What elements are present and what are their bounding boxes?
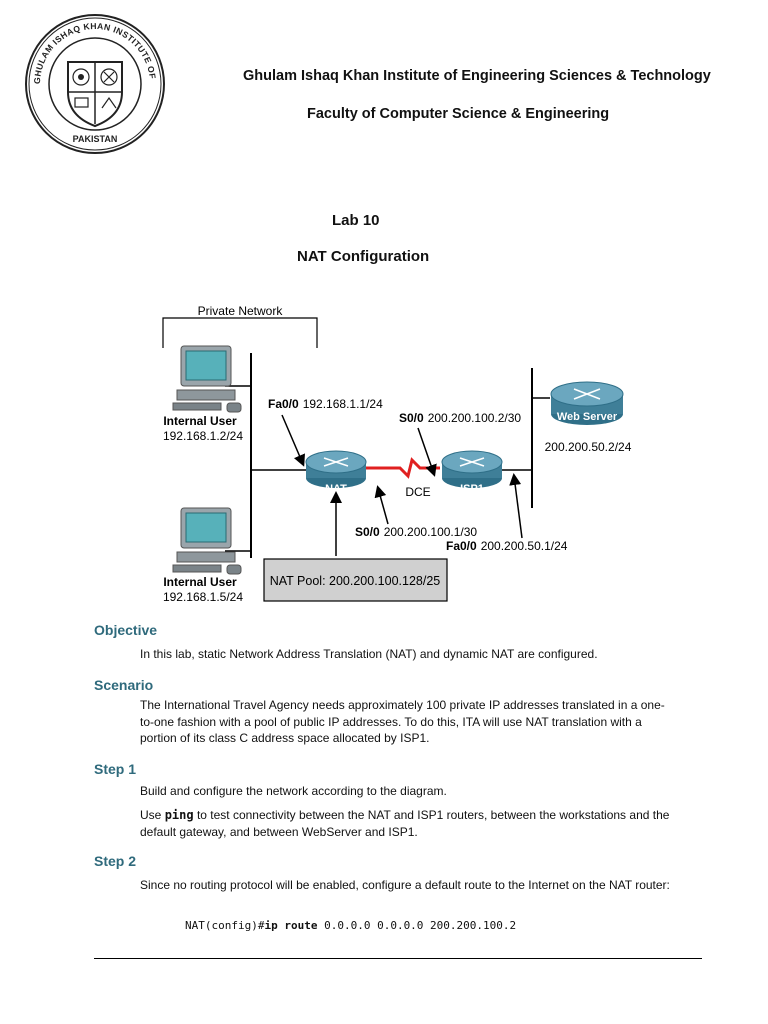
step-1-rest-line-2: default gateway, and between WebServer a… [140, 824, 418, 839]
lab-number: Lab 10 [332, 212, 380, 229]
private-network-label: Private Network [198, 304, 284, 318]
objective-heading: Objective [94, 622, 158, 638]
scenario-heading: Scenario [94, 677, 154, 693]
nat-fa-ip: 192.168.1.1/24 [303, 397, 383, 411]
nat-s-label: S0/0 [355, 525, 380, 539]
objective-text: In this lab, static Network Address Tran… [140, 647, 598, 661]
svg-text:GHULAM ISHAQ KHAN INSTITUTE OF: GHULAM ISHAQ KHAN INSTITUTE OF ENGINEERI… [24, 12, 158, 84]
isp-s-ip: 200.200.100.2/30 [428, 411, 522, 425]
web-server-icon [550, 381, 624, 425]
ping-command: ping [164, 808, 194, 822]
nat-s-ip: 200.200.100.1/30 [384, 525, 478, 539]
computer-icon [172, 345, 242, 413]
footer-rule [94, 958, 702, 959]
step-1-use-word: Use [140, 808, 162, 822]
dce-label: DCE [405, 485, 430, 499]
scenario-text: The International Travel Agency needs ap… [140, 697, 702, 747]
serial-link [366, 457, 440, 479]
nat-pool-label: NAT Pool: 200.200.100.128/25 [270, 574, 441, 588]
code-line: NAT(config)#ip route 0.0.0.0 0.0.0.0 200… [185, 919, 516, 932]
computer-icon [172, 507, 242, 575]
isp-s-label: S0/0 [399, 411, 424, 425]
seal-bottom-text: PAKISTAN [73, 134, 118, 144]
code-args: 0.0.0.0 0.0.0.0 200.200.100.2 [324, 919, 517, 932]
isp1-router-label: ISP1 [460, 483, 484, 495]
web-server-ip: 200.200.50.2/24 [545, 440, 632, 454]
private-network-bracket [162, 317, 318, 348]
nat-router-label: NAT [325, 483, 347, 495]
faculty-name: Faculty of Computer Science & Engineerin… [307, 106, 610, 122]
isp-fa-ip: 200.200.50.1/24 [481, 539, 568, 553]
internal-user-1-label: Internal User [163, 414, 237, 428]
institute-seal-logo: GHULAM ISHAQ KHAN INSTITUTE OF ENGINEERI… [24, 12, 165, 154]
internal-user-1-ip: 192.168.1.2/24 [163, 429, 243, 443]
nat-fa-label: Fa0/0 [268, 397, 299, 411]
scenario-line-3: portion of its class C address space all… [140, 731, 430, 745]
scenario-line-1: The International Travel Agency needs ap… [140, 698, 665, 712]
web-server-label: Web Server [557, 411, 618, 423]
isp-fa-label: Fa0/0 [446, 539, 477, 553]
internal-user-2-label: Internal User [163, 575, 237, 589]
network-diagram: Private Network Internal User 192.168.1.… [162, 304, 632, 604]
institute-name: Ghulam Ishaq Khan Institute of Engineeri… [243, 68, 711, 84]
nat-pool-box [263, 558, 448, 602]
step-1-text: Build and configure the network accordin… [140, 784, 447, 798]
scenario-line-2: to-one fashion with a pool of public IP … [140, 714, 642, 729]
code-prompt: NAT(config)# [185, 919, 265, 932]
step-1-rest-line-1: to test connectivity between the NAT and… [196, 808, 670, 822]
seal-arc-text: GHULAM ISHAQ KHAN INSTITUTE OF ENGINEERI… [24, 12, 158, 84]
lab-title: NAT Configuration [297, 248, 430, 265]
nat-router-icon [305, 450, 367, 488]
internal-user-2-ip: 192.168.1.5/24 [163, 590, 243, 604]
step-1-ping-text: Use ping to test connectivity between th… [140, 807, 702, 840]
step-2-text: Since no routing protocol will be enable… [140, 878, 670, 892]
isp1-router-icon [441, 450, 503, 488]
step-2-heading: Step 2 [94, 853, 137, 869]
step-1-heading: Step 1 [94, 761, 137, 777]
code-command: ip route [264, 919, 318, 932]
